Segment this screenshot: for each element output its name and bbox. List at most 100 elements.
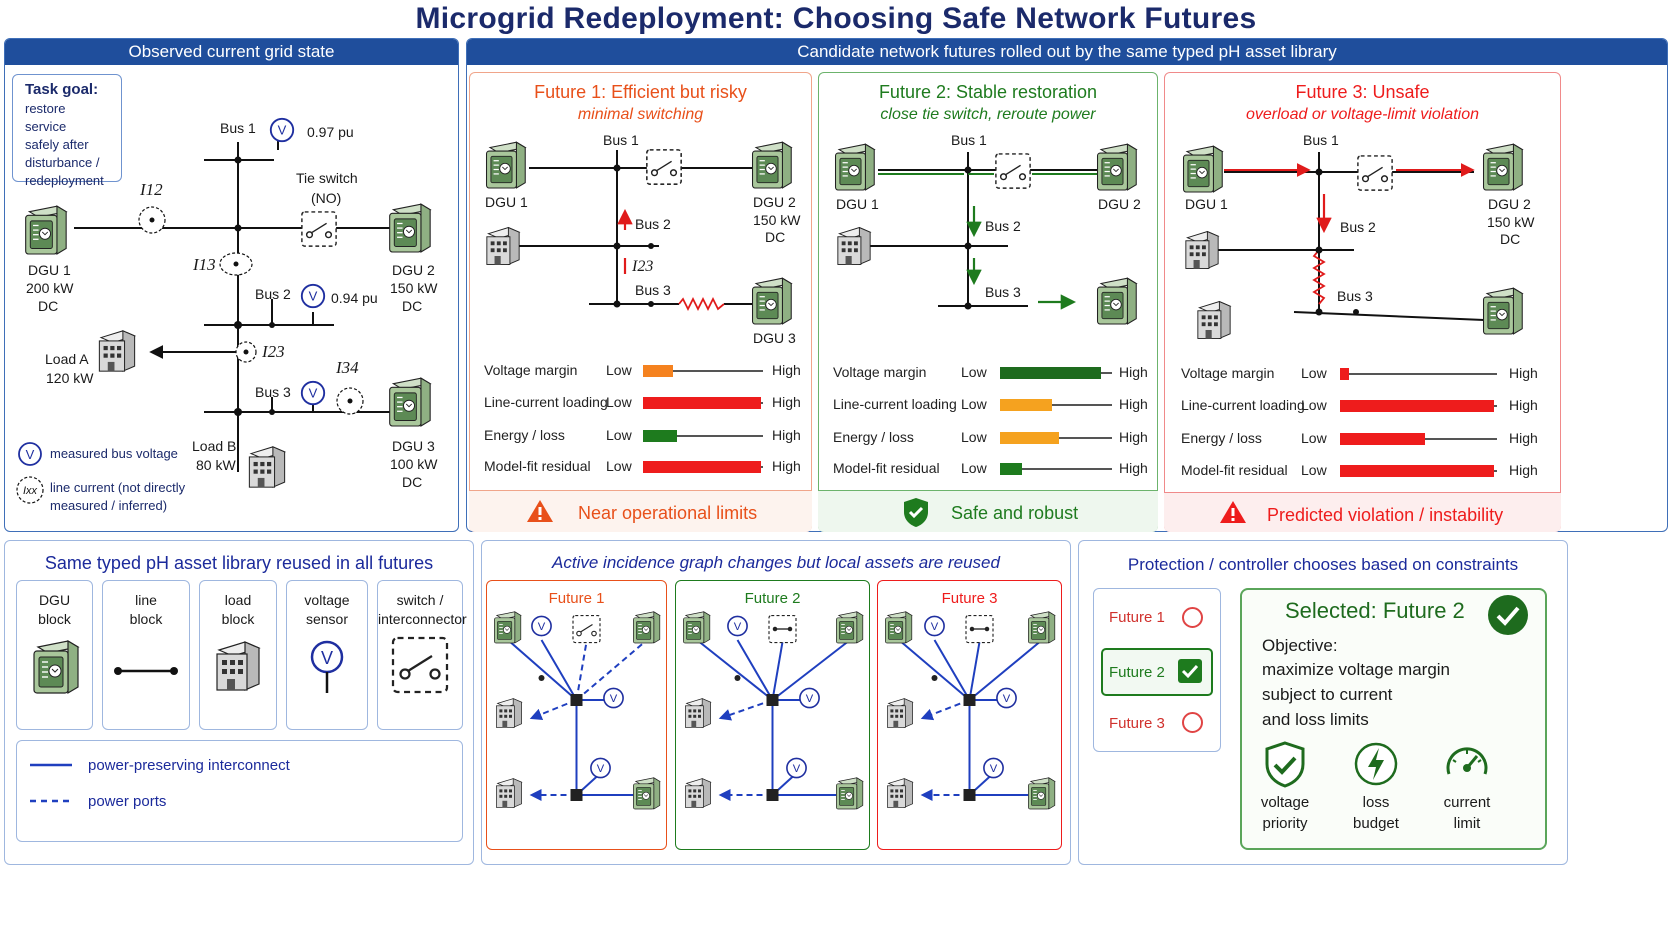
- future-3-dgu2: DGU 2: [1488, 196, 1531, 212]
- library-item-load[interactable]: load block: [199, 580, 277, 730]
- incidence-graph-label: Future 3: [941, 590, 998, 607]
- library-item-label: switch /: [396, 592, 444, 608]
- metric-name: Energy / loss: [484, 427, 565, 443]
- dgu-icon: [682, 611, 711, 644]
- legend-v-symbol: V: [26, 447, 35, 462]
- warning-icon: [1220, 501, 1246, 523]
- metric-high-label: High: [772, 362, 801, 378]
- legend-i-symbol: Ixx: [23, 485, 38, 497]
- option-future-1[interactable]: Future 1: [1109, 609, 1165, 626]
- bus2-voltage: 0.94 pu: [331, 290, 378, 306]
- future-2-subtitle: close tie switch, reroute power: [880, 106, 1096, 123]
- future-1-status: Near operational limits: [578, 503, 758, 523]
- library-item-dgu[interactable]: DGU block: [16, 580, 93, 730]
- dgu2-label: DGU 2: [392, 262, 435, 278]
- dgu2-icon: [389, 203, 431, 253]
- future-1-i23: I23: [632, 258, 654, 275]
- incidence-title: Active incidence graph changes but local…: [552, 553, 1000, 572]
- radio-empty-icon[interactable]: [1182, 607, 1203, 628]
- library-title: Same typed pH asset library reused in al…: [44, 553, 434, 573]
- load-icon: [685, 698, 711, 728]
- dgu1-type: DC: [38, 298, 59, 314]
- protection-panel: [1078, 540, 1568, 865]
- incidence-graph-card[interactable]: [877, 580, 1062, 850]
- dgu1-icon: [834, 143, 875, 191]
- library-panel: [4, 540, 474, 865]
- objective-line: subject to current: [1262, 685, 1393, 704]
- metric-fill-bar: [1340, 465, 1494, 477]
- current-i12-label: I12: [140, 180, 163, 199]
- dgu2-icon: [1482, 143, 1523, 191]
- checkbox-checked-icon[interactable]: [1177, 658, 1203, 684]
- voltage-sensor-icon: V: [310, 640, 344, 693]
- incidence-graph-card[interactable]: [486, 580, 667, 850]
- metric-high-label: High: [1119, 460, 1148, 476]
- metric-low-label: Low: [606, 394, 632, 410]
- task-goal-line: redeployment: [25, 173, 104, 188]
- incidence-graph-card[interactable]: [675, 580, 870, 850]
- metric-fill-bar: [1000, 432, 1059, 444]
- future-3-dgu2-power: 150 kW: [1487, 214, 1535, 230]
- future-3-dgu2-type: DC: [1500, 231, 1521, 247]
- future-3-bus1: Bus 1: [1303, 132, 1339, 148]
- warning-icon: [527, 500, 553, 522]
- metric-name: Energy / loss: [833, 429, 914, 445]
- library-item-label: block: [129, 611, 163, 627]
- library-item-label: line: [135, 592, 157, 608]
- voltage-sensor-icon: [603, 687, 624, 709]
- legend-current-label: line current (not directly: [50, 480, 186, 495]
- switch-icon: [1357, 155, 1393, 191]
- task-goal-title: Task goal:: [25, 81, 99, 98]
- library-item-switch[interactable]: switch / interconnector: [377, 580, 467, 730]
- library-item-label: sensor: [305, 611, 349, 627]
- tie-switch-state: (NO): [311, 190, 342, 206]
- metric-fill-bar: [643, 397, 761, 409]
- objective-line: and loss limits: [1262, 710, 1369, 729]
- metric-fill-bar: [1000, 463, 1022, 475]
- load-icon: [216, 641, 260, 691]
- switch-icon: [646, 149, 682, 185]
- radio-empty-icon[interactable]: [1182, 712, 1203, 733]
- futures-header: Candidate network futures rolled out by …: [467, 39, 1667, 65]
- metric-low-label: Low: [961, 429, 987, 445]
- bus3-label: Bus 3: [255, 384, 291, 400]
- metric-high-label: High: [1509, 430, 1538, 446]
- page-title: Microgrid Redeployment: Choosing Safe Ne…: [415, 2, 1257, 35]
- dgu-icon: [835, 777, 864, 810]
- bus1-label: Bus 1: [220, 120, 256, 136]
- metric-high-label: High: [772, 427, 801, 443]
- icon-caption: current: [1443, 794, 1491, 811]
- metric-fill-bar: [1340, 400, 1494, 412]
- metric-low-label: Low: [1301, 397, 1327, 413]
- metric-name: Line-current loading: [1181, 397, 1305, 413]
- option-future-3[interactable]: Future 3: [1109, 715, 1165, 732]
- load-b-icon: [248, 446, 286, 488]
- library-item-voltage-sensor[interactable]: voltage sensor V: [286, 580, 368, 730]
- metric-high-label: High: [772, 458, 801, 474]
- metric-high-label: High: [1119, 364, 1148, 380]
- future-3-status: Predicted violation / instability: [1267, 505, 1504, 525]
- incidence-graph-svg: [884, 611, 1056, 810]
- objective-line: maximize voltage margin: [1262, 660, 1451, 679]
- metric-fill-bar: [1340, 368, 1349, 380]
- future-1-dgu2-type: DC: [765, 229, 786, 245]
- future-3-subtitle: overload or voltage-limit violation: [1246, 106, 1479, 123]
- dgu3-label: DGU 3: [392, 438, 435, 454]
- library-item-line[interactable]: line block: [102, 580, 190, 730]
- dgu2-type: DC: [402, 298, 423, 314]
- metric-high-label: High: [772, 394, 801, 410]
- dgu3-power: 100 kW: [390, 456, 438, 472]
- legend-dashed-label: power ports: [88, 793, 167, 810]
- metric-name: Voltage margin: [484, 362, 578, 378]
- dgu3-icon: [1096, 277, 1137, 325]
- metric-name: Line-current loading: [484, 394, 608, 410]
- metric-track: [1000, 468, 1112, 470]
- selected-card: [1240, 588, 1547, 850]
- option-future-2[interactable]: Future 2: [1109, 664, 1165, 681]
- load-icon: [685, 778, 711, 808]
- metric-name: Voltage margin: [1181, 365, 1275, 381]
- voltage-sensor-icon: [300, 283, 326, 309]
- metric-low-label: Low: [606, 427, 632, 443]
- task-goal-line: disturbance /: [25, 155, 100, 170]
- observed-panel: Observed current grid state: [4, 38, 459, 532]
